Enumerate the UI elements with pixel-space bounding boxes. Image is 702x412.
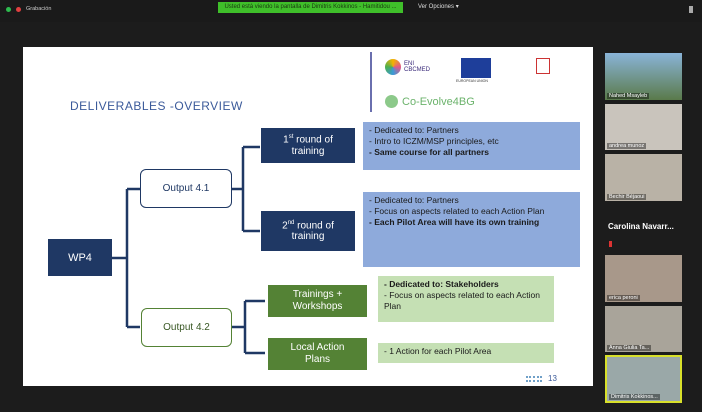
eni-logo: ENI CBCMED — [385, 59, 434, 75]
shared-slide: ENI CBCMED EUROPEAN UNION Co-Evolve4BG D… — [23, 47, 593, 386]
waves-icon — [526, 376, 542, 382]
project-logo: Co-Evolve4BG — [385, 95, 475, 108]
wp4-box: WP4 — [48, 239, 112, 276]
detail-item: - Each Pilot Area will have its own trai… — [369, 217, 540, 227]
participant-name: erica peroni — [607, 295, 640, 301]
first-round-details: - Dedicated to: Partners - Intro to ICZM… — [363, 122, 580, 170]
mic-muted-icon — [609, 241, 612, 247]
box-text: Workshops — [292, 301, 343, 312]
eu-flag-icon — [461, 58, 491, 78]
shield-icon — [6, 6, 11, 12]
round-number: 2 — [282, 220, 288, 232]
output-4-2-box: Output 4.2 — [141, 308, 232, 347]
detail-item: - Dedicated to: Stakeholders — [384, 279, 499, 289]
project-logo-icon — [385, 95, 398, 108]
tree-brackets — [112, 145, 265, 355]
box-text: Plans — [304, 354, 330, 365]
box-text: Local Action — [290, 342, 345, 353]
participant-name: andrea munoz — [607, 143, 647, 149]
screen-share-banner: Usted está viendo la pantalla de Dimitri… — [218, 2, 403, 13]
participant-name: Nahed Msayleb — [607, 93, 650, 99]
box-text: Trainings + — [292, 289, 343, 300]
local-action-plans-box: Local Action Plans — [268, 338, 367, 370]
participant-tile[interactable]: erica peroni — [605, 255, 682, 302]
participant-name: Anna Giulia Ta... — [607, 345, 652, 351]
detail-item: - Intro to ICZM/MSP principles, etc — [369, 136, 499, 146]
detail-item: - Focus on aspects related to each Actio… — [384, 290, 540, 311]
sardinia-crest-icon — [536, 58, 550, 74]
round-text-2: training — [291, 145, 325, 157]
record-icon — [16, 6, 21, 12]
recording-indicator: Grabación — [6, 6, 51, 12]
local-plans-details: - 1 Action for each Pilot Area — [378, 343, 554, 363]
round-number: 1 — [283, 134, 289, 146]
second-round-details: - Dedicated to: Partners - Focus on aspe… — [363, 192, 580, 267]
round-sup: nd — [287, 219, 295, 226]
window-icon[interactable] — [689, 6, 693, 13]
view-options-button[interactable]: Ver Opciones ▾ — [418, 4, 459, 10]
round-text: round of — [294, 220, 334, 232]
participant-name: Dimitris Kokkinos... — [609, 394, 660, 400]
active-speaker-tile[interactable]: Dimitris Kokkinos... — [605, 355, 682, 403]
output-4-1-box: Output 4.1 — [140, 169, 232, 208]
round-sup: st — [288, 134, 294, 141]
participant-name: Bechir Béjaoui — [607, 194, 647, 200]
trainings-details: - Dedicated to: Stakeholders - Focus on … — [378, 276, 554, 322]
round-text: round of — [293, 134, 333, 146]
participant-tile[interactable]: Nahed Msayleb — [605, 53, 682, 100]
first-round-box: 1st round of training — [261, 128, 355, 163]
eni-logo-icon — [385, 59, 401, 75]
detail-item: - Same course for all partners — [369, 147, 489, 157]
divider — [370, 52, 372, 112]
detail-item: - Focus on aspects related to each Actio… — [369, 206, 545, 216]
participant-name: Carolina Navarr... — [608, 222, 674, 231]
participant-tile[interactable]: Anna Giulia Ta... — [605, 306, 682, 352]
detail-item: - Dedicated to: Partners — [369, 125, 459, 135]
trainings-workshops-box: Trainings + Workshops — [268, 285, 367, 317]
recording-label: Grabación — [26, 6, 52, 12]
detail-item: - Dedicated to: Partners — [369, 195, 459, 205]
slide-number: 13 — [548, 374, 557, 383]
participant-tile[interactable]: Carolina Navarr... — [605, 205, 682, 251]
eu-label: EUROPEAN UNION — [456, 79, 488, 83]
detail-item: - 1 Action for each Pilot Area — [384, 346, 492, 356]
second-round-box: 2nd round of training — [261, 211, 355, 251]
slide-title: DELIVERABLES -OVERVIEW — [70, 99, 243, 113]
round-text-2: training — [291, 231, 325, 243]
participant-tile[interactable]: andrea munoz — [605, 104, 682, 150]
participant-tile[interactable]: Bechir Béjaoui — [605, 154, 682, 201]
